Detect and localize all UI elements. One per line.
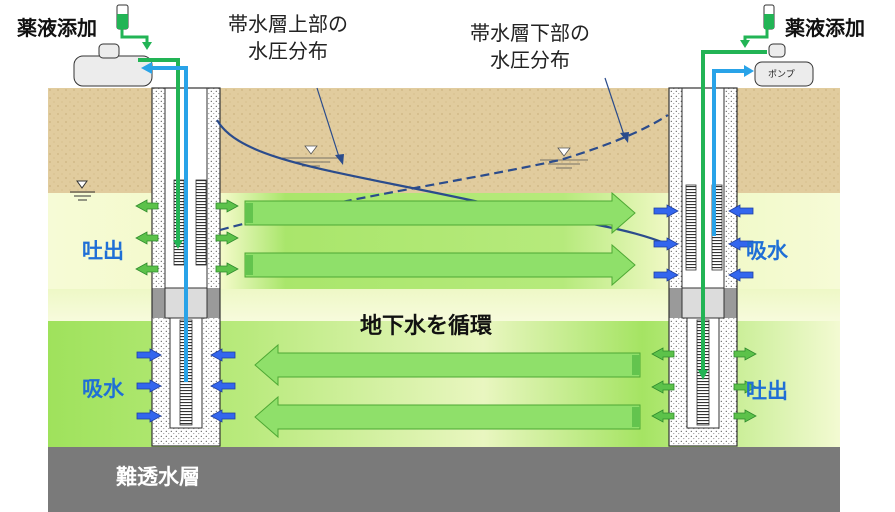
circulation-label: 地下水を循環 xyxy=(360,314,493,339)
left-chemical-tank-icon xyxy=(116,4,129,30)
right-intake-label: 吸水 xyxy=(746,239,788,263)
left-chemical-label: 薬液添加 xyxy=(17,16,97,40)
aquitard-label: 難透水層 xyxy=(116,465,200,489)
left-intake-label: 吸水 xyxy=(82,377,124,401)
circulation-arrows xyxy=(244,191,641,439)
right-discharge-arrows xyxy=(651,347,757,423)
right-pump xyxy=(754,43,814,87)
left-pump xyxy=(73,43,153,87)
aquitard-layer xyxy=(48,447,840,512)
right-chemical-tank-icon xyxy=(763,4,775,30)
left-discharge-arrows xyxy=(135,199,239,276)
right-discharge-label: 吐出 xyxy=(746,379,788,403)
upper-pressure-label: 帯水層上部の 水圧分布 xyxy=(228,12,348,63)
lower-pressure-label: 帯水層下部の 水圧分布 xyxy=(470,21,590,72)
right-chemical-label: 薬液添加 xyxy=(785,16,865,40)
left-discharge-label: 吐出 xyxy=(82,239,124,263)
left-intake-arrows xyxy=(136,348,236,423)
water-table-icon-left xyxy=(70,180,95,201)
pump-label: ポンプ xyxy=(768,70,795,80)
right-intake-arrows xyxy=(653,204,754,282)
water-table-icon-lower xyxy=(540,147,588,169)
